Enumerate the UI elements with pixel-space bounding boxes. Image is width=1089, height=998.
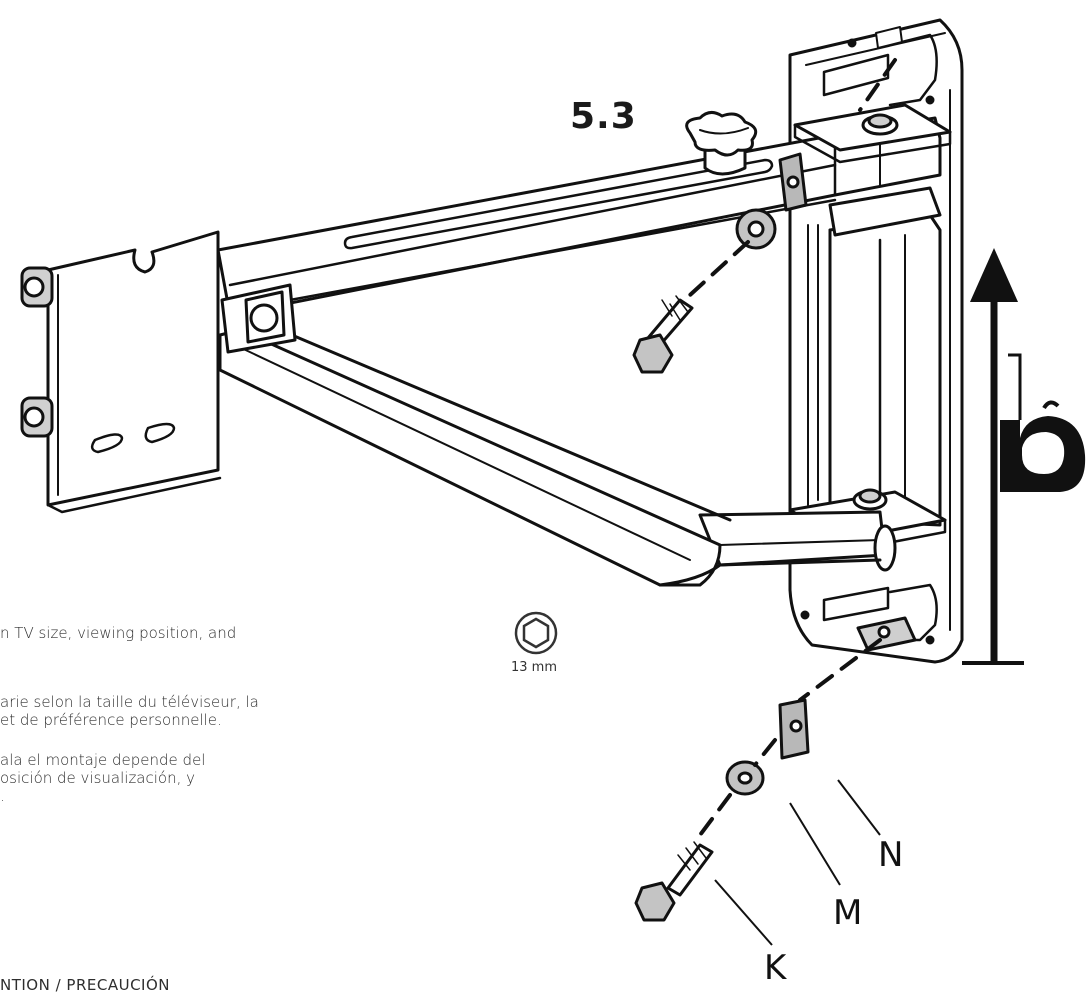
- step-number: 5.3: [570, 96, 637, 137]
- upper-bolt: [632, 295, 694, 374]
- arm-end-bracket: [220, 283, 297, 354]
- socket-size-label: 13 mm: [511, 660, 558, 675]
- upper-channel-bracket: [828, 186, 942, 237]
- lower-square-nut: [778, 698, 810, 760]
- note-spanish-line-1: ala el montaje depende del: [0, 751, 206, 769]
- upper-hinge-plate: [793, 103, 952, 164]
- diagonal-support-arm: [218, 328, 882, 587]
- assembly-guide-lower-1: [798, 638, 882, 702]
- upper-washer: [735, 208, 777, 250]
- note-spanish-line-2: osición de visualización, y: [0, 769, 196, 787]
- leader-line-m: [789, 802, 841, 886]
- leader-line-k: [714, 879, 773, 946]
- hex-socket-icon: [514, 611, 558, 655]
- lower-bolt: [634, 841, 714, 922]
- mounting-channel: [828, 213, 942, 527]
- tv-plate-bolts: [20, 266, 54, 438]
- note-english: n TV size, viewing position, and: [0, 624, 237, 642]
- lower-washer: [725, 760, 765, 796]
- leader-line-n: [837, 779, 881, 836]
- lift-direction-arrow: [962, 248, 1024, 665]
- caution-heading: NTION / PRECAUCIÓN: [0, 976, 171, 994]
- note-french-line-2: et de préférence personnelle.: [0, 711, 222, 729]
- assembly-guide-top: [858, 58, 897, 112]
- part-label-m: M: [833, 893, 863, 933]
- tension-knob: [685, 111, 758, 176]
- assembly-guide-upper: [688, 240, 750, 297]
- assembly-guide-lower-3: [698, 793, 732, 837]
- upper-square-nut: [778, 152, 808, 212]
- lift-up-icon: [1000, 353, 1086, 492]
- part-label-k: K: [764, 948, 787, 988]
- note-french-line-1: arie selon la taille du téléviseur, la: [0, 693, 259, 711]
- lower-nut-plate: [856, 616, 917, 652]
- part-label-n: N: [878, 835, 904, 875]
- tv-mounting-plate: [46, 230, 222, 514]
- lower-arm-bar: [698, 510, 897, 572]
- note-spanish-line-3: .: [0, 787, 5, 805]
- assembly-guide-lower-2: [753, 738, 777, 767]
